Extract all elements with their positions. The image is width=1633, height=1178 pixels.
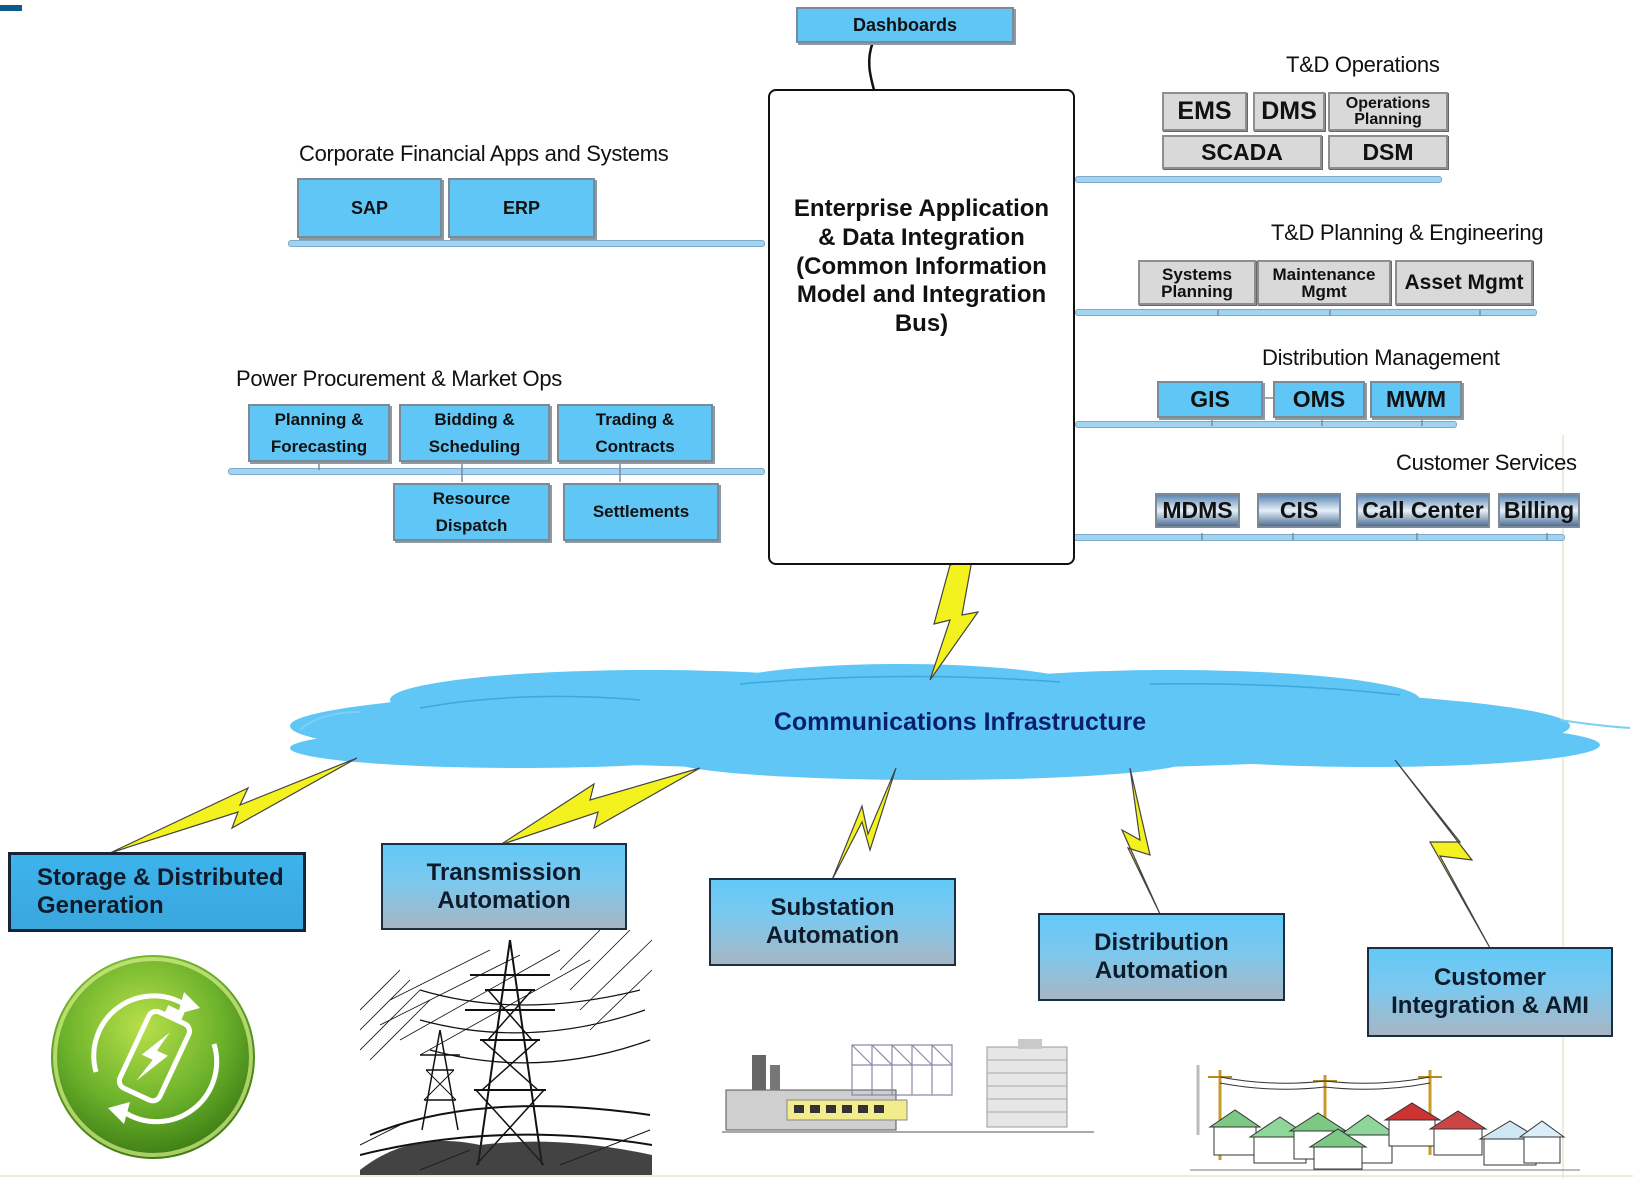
resource-dispatch-box[interactable]: Resource Dispatch <box>393 483 550 541</box>
communications-cloud <box>290 664 1631 780</box>
procurement-bus <box>228 468 765 475</box>
gis-box[interactable]: GIS <box>1157 381 1263 418</box>
customer-services-title: Customer Services <box>1396 450 1577 475</box>
oms-box[interactable]: OMS <box>1273 381 1365 418</box>
planning-forecasting-box[interactable]: Planning & Forecasting <box>248 404 390 462</box>
cis-box[interactable]: CIS <box>1257 493 1341 528</box>
transmission-automation-box[interactable]: Transmission Automation <box>381 843 627 930</box>
mwm-box[interactable]: MWM <box>1370 381 1462 418</box>
call-center-box[interactable]: Call Center <box>1356 493 1490 528</box>
substation-illustration <box>722 1039 1094 1133</box>
dms-box[interactable]: DMS <box>1253 92 1325 131</box>
ems-box[interactable]: EMS <box>1162 92 1247 131</box>
trading-contracts-box[interactable]: Trading & Contracts <box>557 404 713 462</box>
operations-planning-box[interactable]: Operations Planning <box>1328 92 1448 131</box>
scada-box[interactable]: SCADA <box>1162 135 1322 169</box>
dsm-box[interactable]: DSM <box>1328 135 1448 169</box>
storage-distributed-generation-box[interactable]: Storage & Distributed Generation <box>8 852 306 932</box>
bidding-scheduling-box[interactable]: Bidding & Scheduling <box>399 404 550 462</box>
procurement-title: Power Procurement & Market Ops <box>236 366 563 391</box>
battery-recycle-icon <box>51 955 255 1159</box>
td-planning-title: T&D Planning & Engineering <box>1271 220 1544 245</box>
asset-mgmt-box[interactable]: Asset Mgmt <box>1395 260 1533 305</box>
systems-planning-box[interactable]: Systems Planning <box>1138 260 1256 305</box>
dashboard-connector <box>867 41 876 91</box>
mdms-box[interactable]: MDMS <box>1155 493 1240 528</box>
substation-automation-box[interactable]: Substation Automation <box>709 878 956 966</box>
corporate-bus <box>288 240 765 247</box>
billing-box[interactable]: Billing <box>1498 493 1580 528</box>
settlements-box[interactable]: Settlements <box>563 483 719 541</box>
communications-label: Communications Infrastructure <box>773 708 1147 736</box>
customer-integration-ami-box[interactable]: Customer Integration & AMI <box>1367 947 1613 1037</box>
sap-box[interactable]: SAP <box>297 178 442 238</box>
distribution-bus <box>1075 421 1457 428</box>
erp-box[interactable]: ERP <box>448 178 595 238</box>
distribution-title: Distribution Management <box>1262 345 1500 370</box>
corporate-title: Corporate Financial Apps and Systems <box>299 141 669 166</box>
neighborhood-illustration <box>1190 1065 1580 1171</box>
transmission-towers-illustration <box>360 930 652 1175</box>
distribution-automation-box[interactable]: Distribution Automation <box>1038 913 1285 1001</box>
maintenance-mgmt-box[interactable]: Maintenance Mgmt <box>1257 260 1391 305</box>
lightning-bolts <box>109 559 1491 949</box>
integration-bus-box[interactable]: Enterprise Application & Data Integratio… <box>768 89 1075 565</box>
dashboards-box[interactable]: Dashboards <box>796 7 1014 43</box>
td-operations-title: T&D Operations <box>1286 52 1440 77</box>
td-planning-bus <box>1075 309 1537 316</box>
td-operations-bus <box>1075 176 1442 183</box>
